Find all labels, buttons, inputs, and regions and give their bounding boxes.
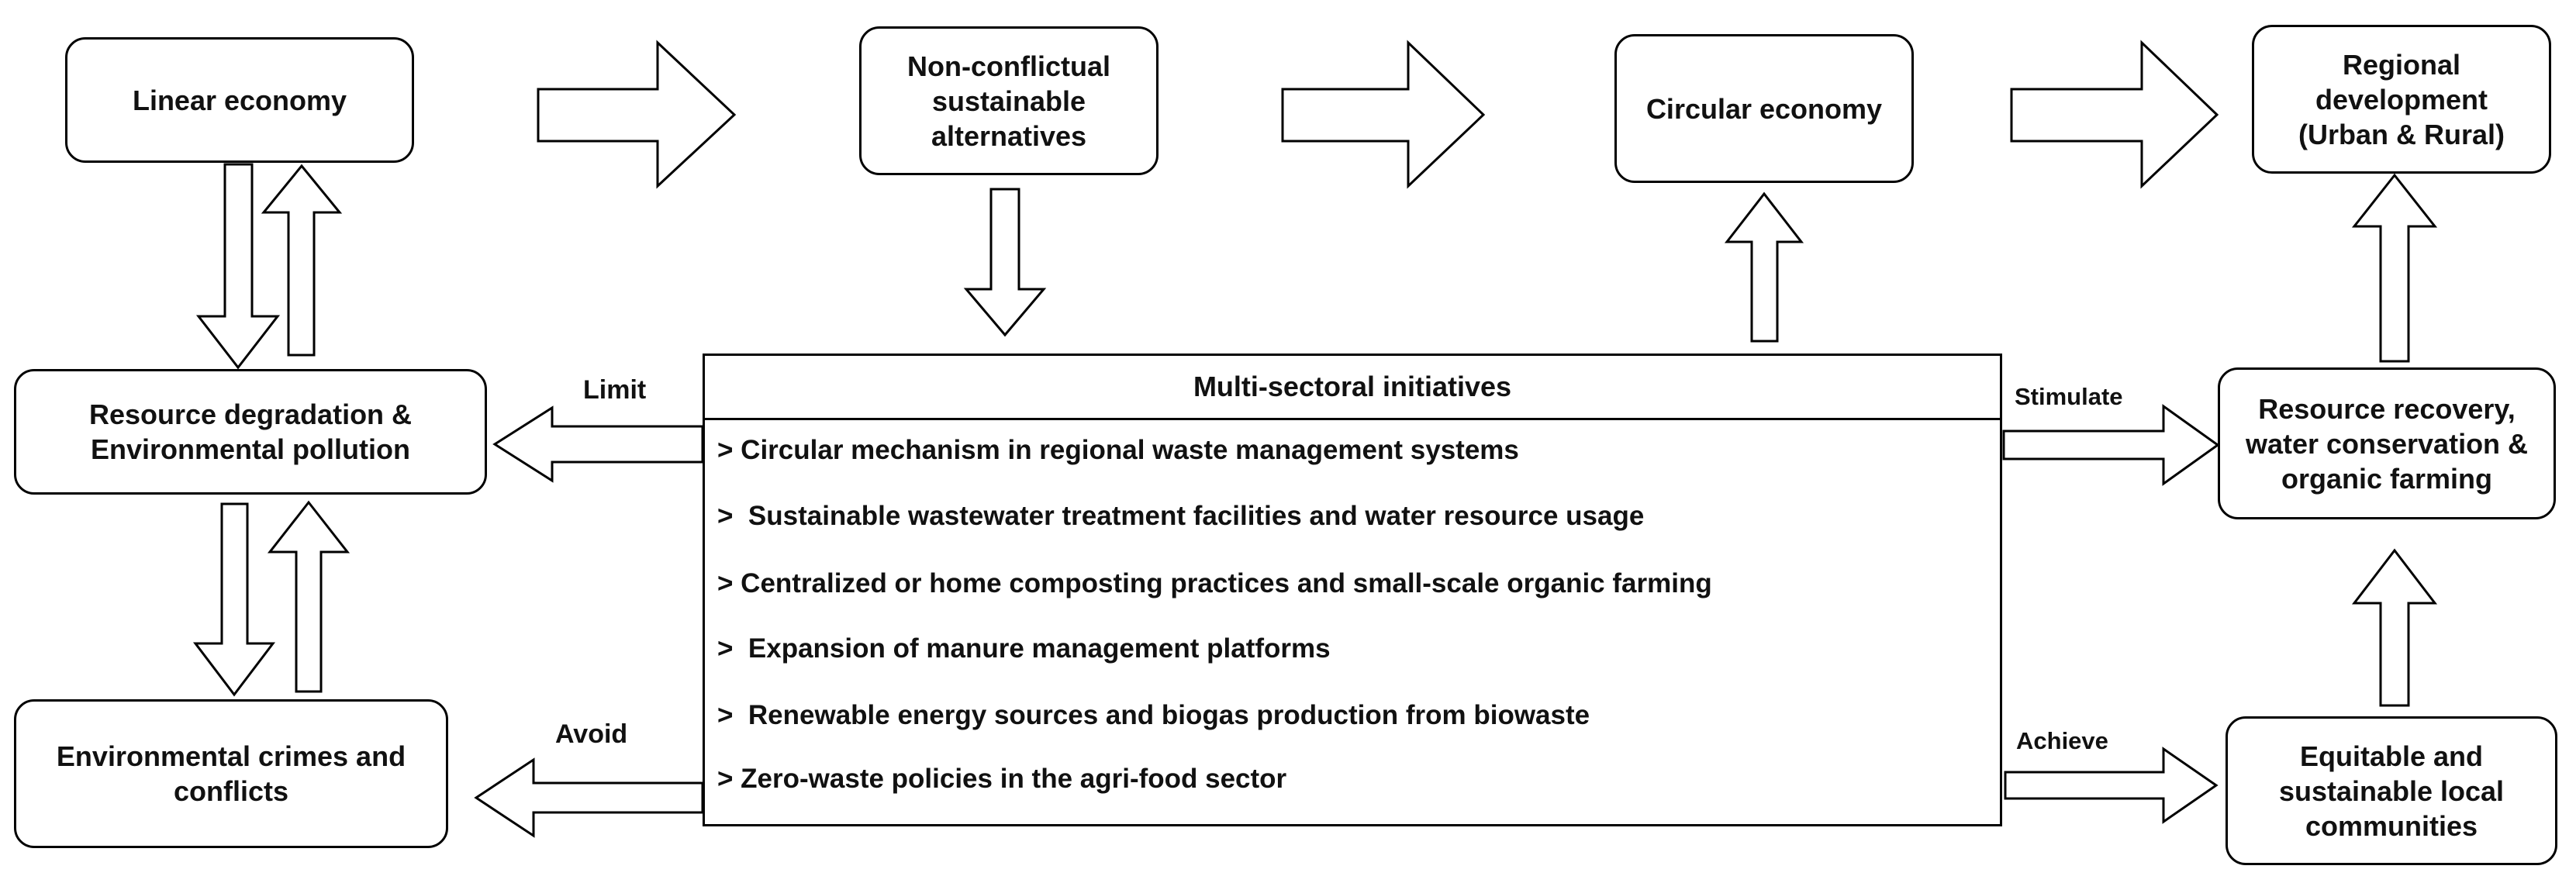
arrow-crimes-up-to-degradation	[267, 500, 350, 693]
linear-economy-box: Linear economy	[65, 37, 414, 163]
regional-development-text: Regional development (Urban & Rural)	[2298, 47, 2505, 152]
box-line: Regional	[2342, 48, 2460, 81]
circular-economy-box: Circular economy	[1614, 34, 1914, 183]
initiatives-title: Multi-sectoral initiatives	[705, 356, 2000, 420]
box-line: Resource degradation &	[88, 398, 413, 430]
linear-economy-text: Linear economy	[133, 83, 347, 118]
box-line: Non-conflictual	[907, 50, 1110, 82]
arrow-recovery-up-to-regional	[2351, 173, 2438, 363]
stimulate-label: Stimulate	[2015, 383, 2123, 410]
arrow-circular-to-regional	[2010, 40, 2219, 189]
box-line: Resource recovery,	[2258, 392, 2516, 425]
box-line: development	[2315, 83, 2488, 116]
arrow-stimulate-right	[2002, 404, 2220, 486]
box-line: (Urban & Rural)	[2298, 118, 2505, 150]
environmental-crimes-text: Environmental crimes and conflicts	[57, 739, 406, 809]
arrow-nonconflictual-down	[963, 188, 1047, 337]
multi-sectoral-initiatives-box: Multi-sectoral initiatives > Circular me…	[703, 354, 2002, 826]
resource-recovery-text: Resource recovery, water conservation & …	[2246, 391, 2528, 496]
box-line: Environmental crimes and	[56, 740, 406, 772]
arrow-initiatives-up-to-circular	[1724, 191, 1804, 343]
non-conflictual-text: Non-conflictual sustainable alternatives	[907, 49, 1110, 153]
arrow-nonconflictual-to-circular	[1281, 40, 1486, 189]
initiative-item: > Sustainable wastewater treatment facil…	[717, 501, 1645, 531]
arrow-linear-down	[195, 163, 281, 370]
box-line: Circular economy	[1645, 92, 1883, 125]
initiative-item: > Renewable energy sources and biogas pr…	[717, 700, 1590, 730]
box-line: organic farming	[2281, 462, 2493, 495]
achieve-label: Achieve	[2016, 727, 2108, 754]
avoid-label: Avoid	[555, 719, 628, 749]
box-line: alternatives	[931, 119, 1087, 152]
box-line: Environmental pollution	[91, 433, 410, 465]
initiative-item: > Zero-waste policies in the agri-food s…	[717, 764, 1287, 794]
box-line: communities	[2305, 809, 2478, 842]
box-line: Linear economy	[132, 84, 347, 116]
initiative-item: > Circular mechanism in regional waste m…	[717, 435, 1519, 465]
initiative-item: > Expansion of manure management platfor…	[717, 633, 1331, 664]
box-line: conflicts	[173, 775, 288, 807]
resource-degradation-text: Resource degradation & Environmental pol…	[89, 397, 412, 467]
non-conflictual-alternatives-box: Non-conflictual sustainable alternatives	[859, 26, 1159, 175]
arrow-achieve-right	[2004, 747, 2219, 824]
environmental-crimes-box: Environmental crimes and conflicts	[14, 699, 448, 848]
box-line: sustainable local	[2278, 774, 2505, 807]
arrow-limit-left	[492, 405, 704, 483]
box-line: water conservation &	[2245, 427, 2529, 460]
box-line: Equitable and	[2299, 740, 2483, 772]
arrow-degradation-up-to-linear	[261, 164, 343, 357]
box-line: sustainable	[931, 85, 1086, 117]
regional-development-box: Regional development (Urban & Rural)	[2252, 25, 2551, 174]
equitable-communities-text: Equitable and sustainable local communit…	[2279, 739, 2504, 843]
arrow-avoid-left	[474, 757, 704, 838]
arrow-linear-to-nonconflictual	[537, 40, 737, 189]
resource-recovery-box: Resource recovery, water conservation & …	[2218, 367, 2556, 519]
resource-degradation-box: Resource degradation & Environmental pol…	[14, 369, 487, 495]
limit-label: Limit	[583, 375, 647, 405]
arrow-degradation-down	[192, 502, 276, 697]
arrow-equitable-up-to-recovery	[2351, 548, 2438, 707]
circular-economy-text: Circular economy	[1646, 91, 1882, 126]
equitable-communities-box: Equitable and sustainable local communit…	[2226, 716, 2557, 865]
initiative-item: > Centralized or home composting practic…	[717, 568, 1712, 598]
